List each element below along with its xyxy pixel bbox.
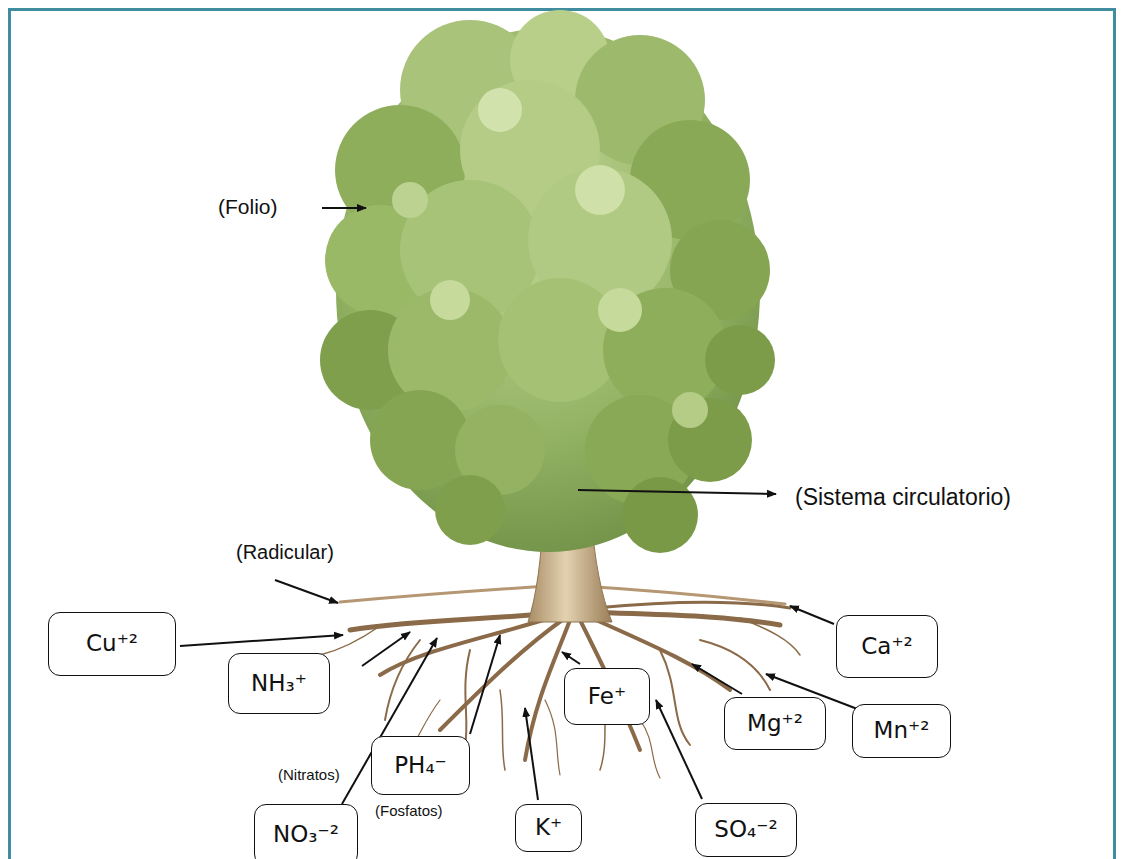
ion-formula: Fe⁺ bbox=[588, 683, 626, 711]
ion-formula: PH₄⁻ bbox=[394, 752, 447, 780]
ion-box: NO₃⁻² bbox=[254, 804, 358, 859]
ion-box: SO₄⁻² bbox=[695, 803, 797, 857]
ion-box: Mg⁺² bbox=[724, 697, 826, 750]
ion-formula: K⁺ bbox=[535, 814, 562, 842]
ion-box: Cu⁺² bbox=[48, 612, 176, 676]
ion-box: K⁺ bbox=[515, 804, 582, 852]
ion-formula: NO₃⁻² bbox=[273, 821, 339, 849]
ion-formula: Cu⁺² bbox=[86, 630, 138, 658]
ion-formula: Ca⁺² bbox=[861, 633, 913, 661]
part-label: (Nitratos) bbox=[278, 766, 340, 784]
ion-box: Ca⁺² bbox=[836, 615, 938, 678]
part-label: (Folio) bbox=[218, 194, 278, 219]
ion-box: NH₃⁺ bbox=[228, 653, 330, 714]
ion-box: Fe⁺ bbox=[564, 668, 650, 725]
ion-formula: SO₄⁻² bbox=[714, 816, 777, 844]
part-label: (Sistema circulatorio) bbox=[795, 484, 1011, 512]
ion-formula: Mg⁺² bbox=[747, 710, 803, 738]
ion-formula: Mn⁺² bbox=[874, 717, 930, 745]
part-label: (Fosfatos) bbox=[375, 802, 443, 820]
ion-formula: NH₃⁺ bbox=[251, 670, 307, 698]
ion-box: Mn⁺² bbox=[852, 704, 951, 758]
part-label: (Radicular) bbox=[236, 540, 334, 564]
ion-box: PH₄⁻ bbox=[371, 736, 470, 795]
